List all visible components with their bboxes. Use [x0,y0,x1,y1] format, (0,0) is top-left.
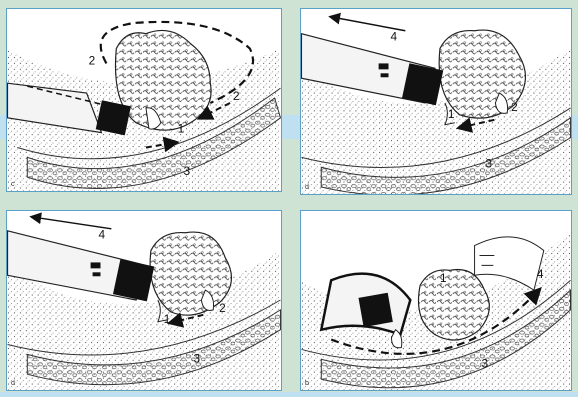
polypectomy-illustration-d-upper: 4 1 2 3 [301,12,571,194]
endoscope-tip [112,259,155,302]
bowel-wall-layer [320,116,571,194]
label-2: 2 [511,100,518,114]
label-1: 1 [178,122,185,136]
bowel-wall-layer [320,288,571,389]
endoscope-tip [401,63,444,106]
label-1: 1 [448,107,455,121]
background-stripe-bottom [0,392,578,397]
label-1: 1 [164,312,171,326]
endoscope [7,230,147,301]
label-3: 3 [193,351,200,365]
endoscope [7,82,103,134]
label-4: 4 [537,267,544,281]
label-3: 3 [485,156,492,170]
withdraw-arrow [328,12,406,32]
illustration-panel-d-upper: 4 1 2 3 d [300,8,572,195]
label-2-upper: 2 [89,53,96,67]
label-2-right: 2 [233,89,240,103]
endoscope-tip [95,100,131,136]
label-2: 2 [219,301,226,315]
panel-letter: d [11,380,15,387]
label-3: 3 [481,356,488,370]
label-4: 4 [99,228,106,242]
polypectomy-illustration-c: 2 2 1 3 [7,20,281,191]
polyp [417,268,490,341]
panel-letter: b [305,380,309,387]
illustration-panel-b: 1 4 3 b [300,210,572,391]
endoscope-tip [358,292,393,328]
label-3: 3 [184,164,191,178]
advance-arrow [330,286,542,355]
label-1: 1 [440,271,447,285]
bowel-wall-layer [26,308,281,386]
polyp [114,29,212,131]
bowel-wall-layer [26,97,281,189]
movement-arrow [145,136,180,153]
illustration-panel-d-lower: 4 1 2 3 d [6,210,282,391]
panel-letter: d [305,184,309,191]
panel-letter: c [11,181,15,188]
illustration-panel-c: 2 2 1 3 c [6,8,282,192]
label-4: 4 [390,30,397,44]
polypectomy-illustration-d-lower: 4 1 2 3 [7,212,281,390]
withdraw-arrow [29,212,112,230]
snare-path-dashed [99,20,255,104]
polypectomy-illustration-b: 1 4 3 [301,230,571,390]
